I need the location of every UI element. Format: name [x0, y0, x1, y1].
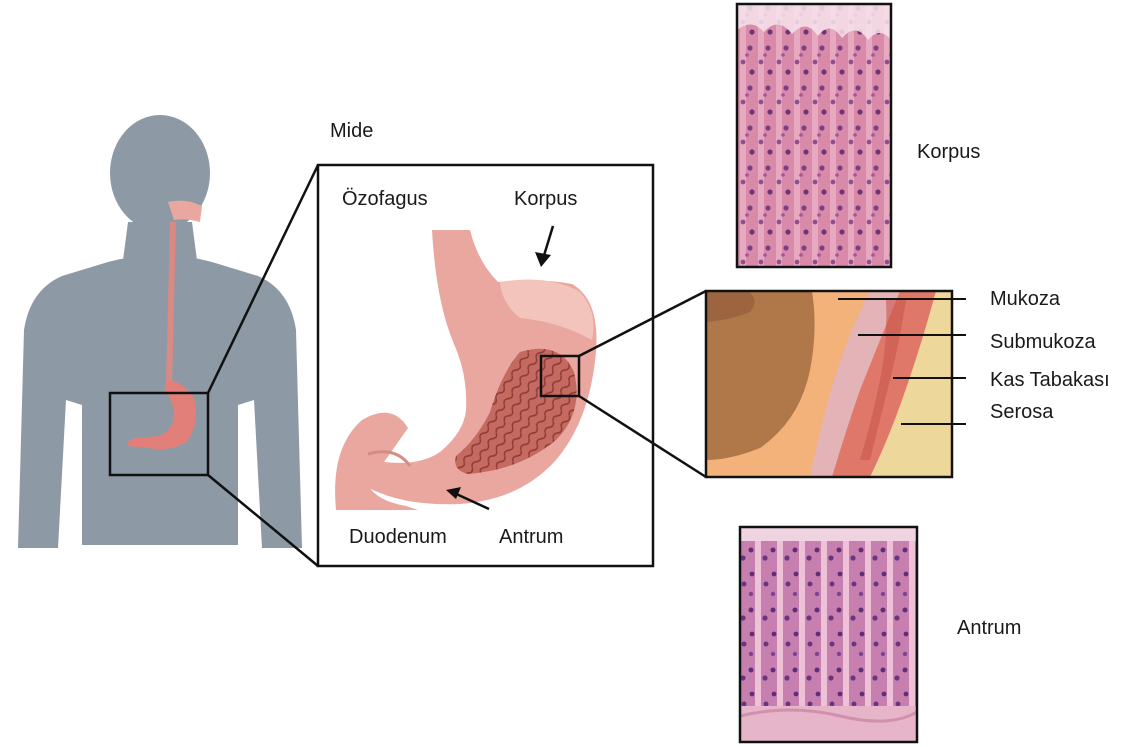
esophagus-label: Özofagus [342, 188, 428, 211]
human-silhouette [18, 115, 302, 548]
corpus-histology-image [737, 4, 891, 267]
corpus-label: Korpus [514, 188, 577, 211]
antrum-histology-label: Antrum [957, 617, 1021, 640]
serosa-label: Serosa [990, 401, 1053, 424]
wall-layers-panel [706, 291, 952, 477]
corpus-histology-label: Korpus [917, 141, 980, 164]
stomach-title: Mide [330, 120, 373, 143]
mucosa-label: Mukoza [990, 288, 1060, 311]
duodenum-label: Duodenum [349, 526, 447, 549]
muscle-layer-label: Kas Tabakası [990, 369, 1110, 392]
antrum-label: Antrum [499, 526, 563, 549]
antrum-histology-image [740, 527, 917, 742]
submucosa-label: Submukoza [990, 331, 1096, 354]
